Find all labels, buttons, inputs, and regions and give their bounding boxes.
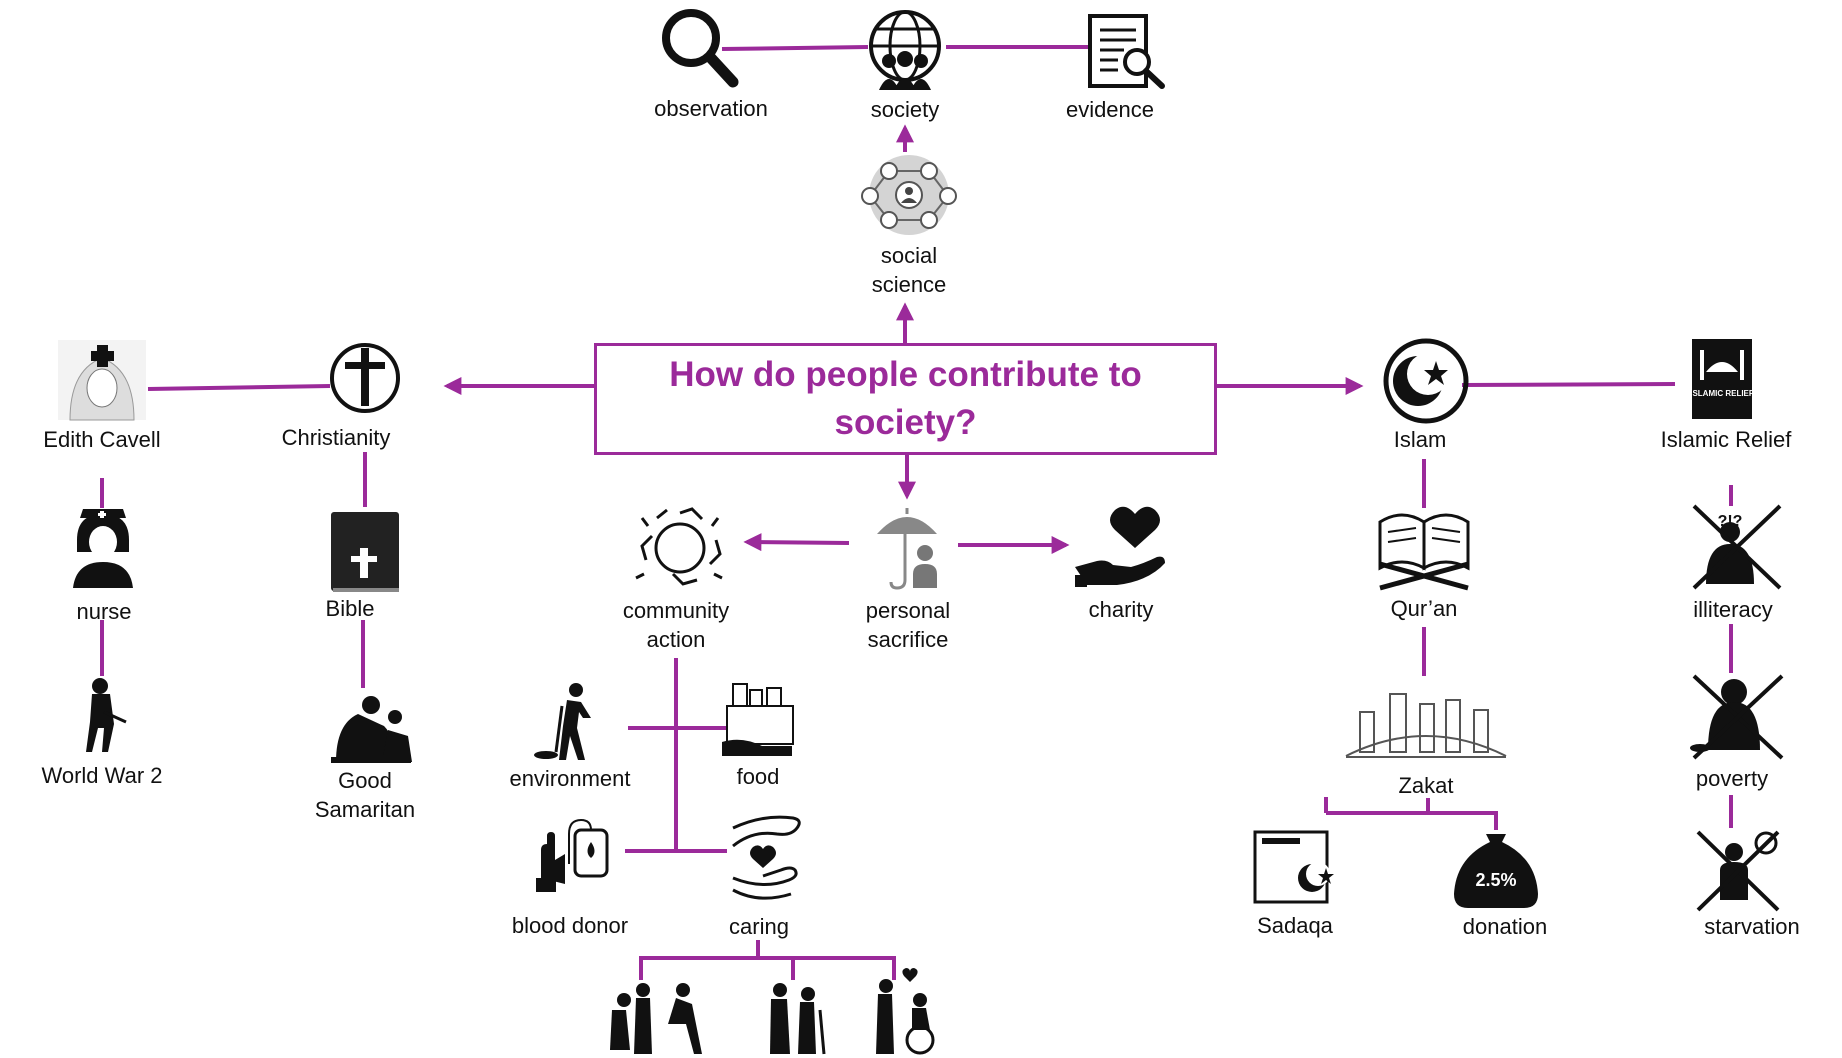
edith-cavell-label: Edith Cavell <box>43 427 161 452</box>
evidence-label: evidence <box>1065 97 1155 122</box>
zakat-label: Zakat <box>1398 773 1454 798</box>
blood-donor-label: blood donor <box>511 913 629 938</box>
starvation-icon <box>1696 830 1780 912</box>
illiteracy-label: illiteracy <box>1693 597 1773 622</box>
christianity-label: Christianity <box>281 425 391 450</box>
social-science-label: social science <box>871 243 947 297</box>
caring-hands-icon <box>732 815 801 900</box>
donation-rate: 2.5% <box>1475 870 1516 890</box>
money-bag-icon: 2.5% <box>1454 834 1538 908</box>
samaritan-icon <box>331 696 412 763</box>
good-samaritan-label: Good Samaritan <box>314 768 416 822</box>
globe-people-icon <box>869 10 941 90</box>
quran-icon <box>1378 513 1470 591</box>
cross-circle-icon <box>330 343 400 413</box>
islamic-relief-logo: ISLAMIC RELIEF <box>1690 339 1754 419</box>
zakat-icon <box>1345 693 1507 758</box>
food-box-icon <box>722 683 794 756</box>
blood-bag-icon <box>536 818 609 892</box>
nurse-icon <box>73 509 133 588</box>
magnifier-icon <box>662 9 739 88</box>
society-label: society <box>870 97 940 122</box>
sadaqa-label: Sadaqa <box>1257 913 1333 938</box>
central-question-box: How do people contribute to society? <box>594 343 1217 455</box>
illiteracy-icon: ?!? <box>1692 504 1782 590</box>
islam-label: Islam <box>1393 427 1447 452</box>
crescent-star-icon <box>1383 338 1469 424</box>
bible-label: Bible <box>325 596 375 621</box>
food-label: food <box>736 764 780 789</box>
poverty-label: poverty <box>1695 766 1769 791</box>
nurse-portrait-icon <box>58 340 146 421</box>
personal-sacrifice-label: personal sacrifice <box>865 598 951 652</box>
connector-lines <box>100 45 1733 980</box>
observation-label: observation <box>654 96 768 121</box>
community-action-label: community action <box>622 598 730 652</box>
svg-text:?!?: ?!? <box>1718 513 1743 530</box>
wheelchair-care-icon <box>876 968 935 1055</box>
document-search-icon <box>1088 14 1165 89</box>
starvation-label: starvation <box>1704 914 1800 939</box>
sadaqa-box-icon <box>1253 830 1334 904</box>
caring-label: caring <box>729 914 789 939</box>
charity-label: charity <box>1088 597 1154 622</box>
nurse-label: nurse <box>76 599 132 624</box>
elderly-care-icon <box>770 983 826 1055</box>
helping-people-icon <box>610 983 702 1054</box>
soldier-icon <box>86 678 127 752</box>
quran-label: Qur’an <box>1390 596 1458 621</box>
bible-icon <box>331 512 399 592</box>
world-war-2-label: World War 2 <box>41 763 163 788</box>
environment-label: environment <box>509 766 631 791</box>
central-question: How do people contribute to society? <box>669 355 1142 442</box>
donation-label: donation <box>1462 914 1548 939</box>
network-people-icon <box>861 155 957 235</box>
hands-circle-icon <box>635 507 723 586</box>
islamic-relief-logo-text: ISLAMIC RELIEF <box>1690 389 1754 398</box>
sweeper-icon <box>534 683 591 760</box>
heart-hand-icon <box>1075 506 1165 587</box>
islamic-relief-label: Islamic Relief <box>1660 427 1792 452</box>
poverty-icon <box>1690 674 1784 760</box>
umbrella-person-icon <box>877 508 937 590</box>
